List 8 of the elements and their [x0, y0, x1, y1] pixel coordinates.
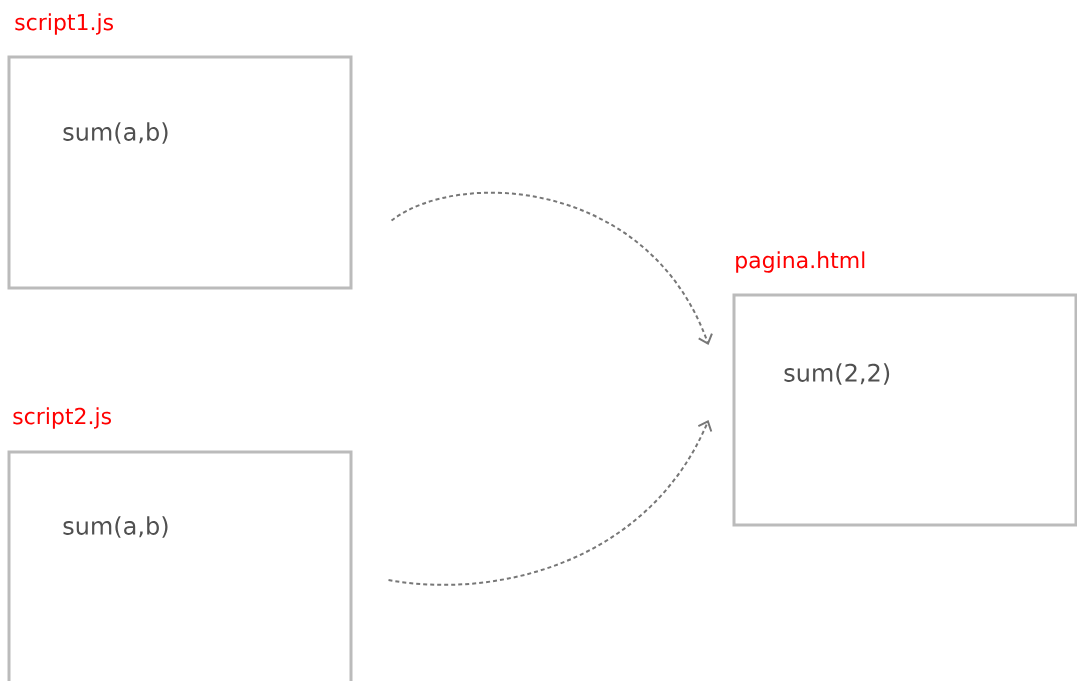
file-name: script1.js: [15, 13, 113, 35]
code-text: sum(a,b): [63, 516, 168, 538]
code-text: sum(2,2): [784, 363, 890, 385]
arrow: [387, 420, 713, 586]
file-name: script2.js: [13, 407, 111, 429]
file-name: pagina.html: [736, 251, 865, 273]
code-text: sum(a,b): [63, 122, 168, 144]
arrow: [390, 191, 713, 345]
